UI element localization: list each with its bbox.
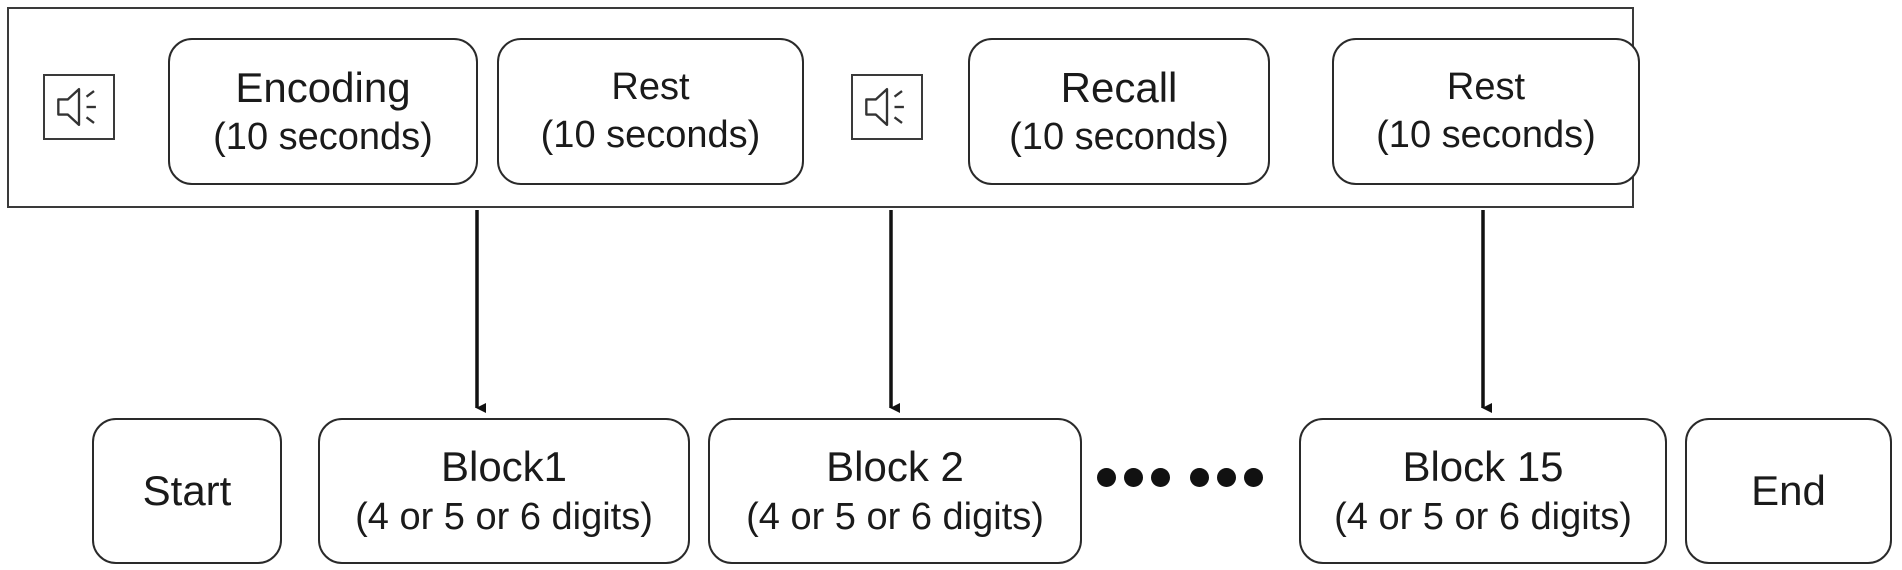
block2-detail: (4 or 5 or 6 digits)	[746, 495, 1044, 538]
block2-step: Block 2 (4 or 5 or 6 digits)	[708, 418, 1082, 564]
recall-step: Recall (10 seconds)	[968, 38, 1270, 185]
block15-step: Block 15 (4 or 5 or 6 digits)	[1299, 418, 1667, 564]
speaker-icon	[43, 74, 115, 140]
end-label: End	[1751, 466, 1826, 514]
start-label: Start	[142, 466, 232, 514]
ellipsis-dots-1	[1097, 468, 1170, 487]
encoding-duration: (10 seconds)	[213, 116, 433, 158]
encoding-title: Encoding	[235, 63, 411, 111]
block15-detail: (4 or 5 or 6 digits)	[1334, 495, 1632, 538]
block1-title: Block1	[440, 443, 568, 490]
ellipsis-dots-2	[1190, 468, 1263, 487]
block15-title: Block 15	[1402, 443, 1564, 490]
end-step: End	[1685, 418, 1892, 564]
rest-duration-2: (10 seconds)	[1376, 113, 1596, 156]
rest-title-1: Rest	[611, 66, 690, 108]
rest-step-1: Rest (10 seconds)	[497, 38, 804, 185]
start-step: Start	[92, 418, 282, 564]
recall-title: Recall	[1060, 63, 1178, 111]
speaker-icon	[851, 74, 923, 140]
encoding-step: Encoding (10 seconds)	[168, 38, 478, 185]
recall-duration: (10 seconds)	[1009, 116, 1229, 158]
block2-title: Block 2	[826, 443, 964, 490]
rest-step-2: Rest (10 seconds)	[1332, 38, 1640, 185]
block1-step: Block1 (4 or 5 or 6 digits)	[318, 418, 690, 564]
block1-detail: (4 or 5 or 6 digits)	[355, 495, 653, 538]
rest-title-2: Rest	[1446, 66, 1526, 108]
rest-duration-1: (10 seconds)	[540, 113, 761, 156]
